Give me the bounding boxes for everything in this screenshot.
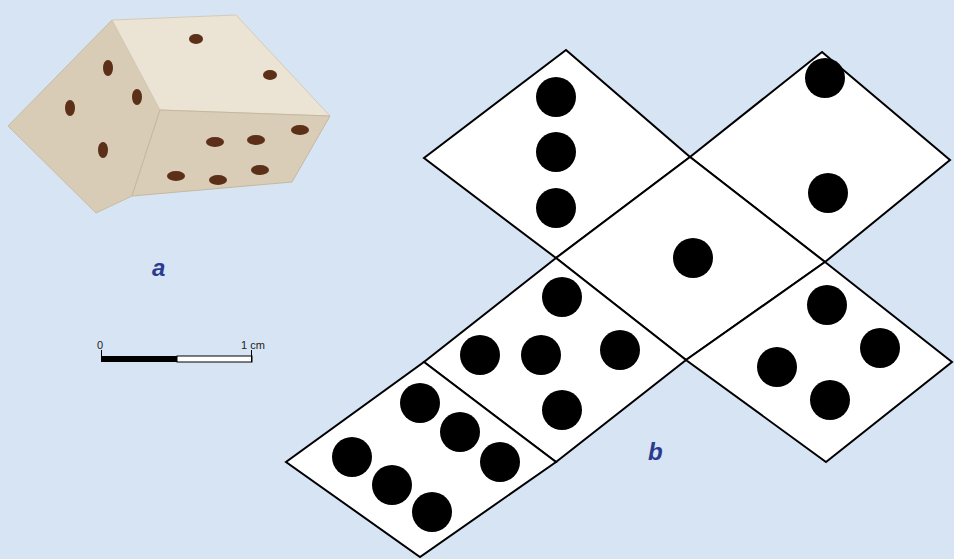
die-photo — [8, 15, 330, 213]
die-front-face — [132, 110, 330, 196]
die-pip — [251, 165, 269, 175]
die-pip — [206, 137, 224, 147]
net-pip — [372, 465, 412, 505]
net-face — [424, 258, 686, 462]
figure-label: b — [648, 440, 663, 464]
net-pip — [332, 437, 372, 477]
net-pip — [757, 347, 797, 387]
net-pip — [810, 380, 850, 420]
net-pip — [480, 442, 520, 482]
net-pip — [600, 330, 640, 370]
die-pip — [65, 100, 75, 116]
scale-bar-white — [177, 356, 252, 362]
die-pip — [103, 60, 113, 76]
scale-label: 1 cm — [241, 340, 265, 351]
net-pip — [412, 492, 452, 532]
net-pip — [805, 58, 845, 98]
net-pip — [460, 335, 500, 375]
die-pip — [132, 89, 142, 105]
net-pip — [673, 238, 713, 278]
net-pip — [808, 173, 848, 213]
scale-tick — [101, 350, 102, 362]
die-top-face — [112, 15, 330, 116]
die-pip — [189, 34, 203, 44]
die-pip — [167, 171, 185, 181]
die-pip — [247, 135, 265, 145]
scale-bar — [101, 350, 252, 362]
scale-bar-black — [101, 356, 177, 362]
net-pip — [860, 328, 900, 368]
die-net — [286, 50, 952, 557]
net-pip — [440, 412, 480, 452]
net-pip — [521, 335, 561, 375]
net-pip — [536, 77, 576, 117]
net-face — [286, 362, 556, 557]
die-pip — [98, 142, 108, 158]
scale-tick — [251, 350, 252, 362]
die-pip — [263, 70, 277, 80]
net-pip — [536, 188, 576, 228]
net-pip — [807, 285, 847, 325]
die-pip — [209, 175, 227, 185]
net-pip — [542, 390, 582, 430]
die-pip — [291, 125, 309, 135]
scale-label: 0 — [97, 340, 103, 351]
net-pip — [400, 383, 440, 423]
net-pip — [536, 132, 576, 172]
net-pip — [542, 277, 582, 317]
figure-label: a — [152, 256, 165, 280]
net-face — [686, 262, 952, 462]
